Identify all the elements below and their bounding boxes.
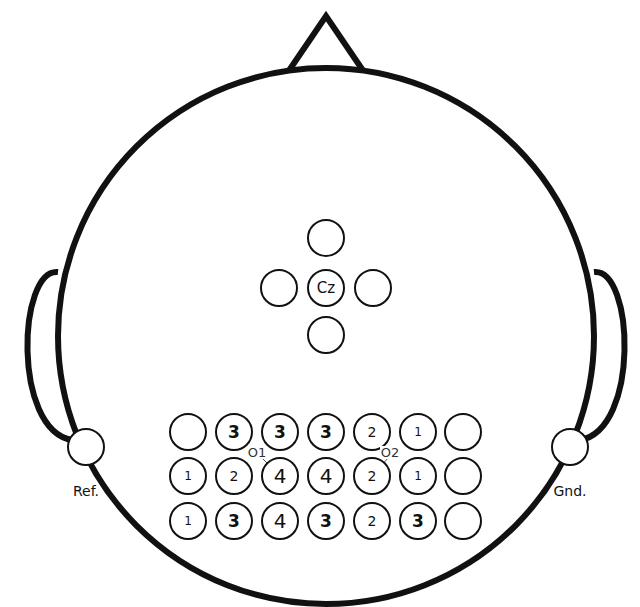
electrode-number: 3 [228, 513, 240, 530]
electrode-circle: 3 [307, 413, 345, 451]
electrode-number: 2 [230, 469, 239, 483]
electrode-number: 4 [320, 466, 333, 486]
electrode-circle: 1 [169, 457, 207, 495]
electrode-ring [67, 428, 105, 466]
electrode-number: 3 [320, 424, 332, 441]
electrode-circle: 4 [261, 502, 299, 540]
ground-electrode: Gnd. [551, 428, 589, 466]
electrode-circle: 1 [399, 413, 437, 451]
electrode-circle: 2 [353, 502, 391, 540]
electrode-ring [551, 428, 589, 466]
electrode-circle: 1 [169, 502, 207, 540]
electrode-number: Cz [317, 281, 335, 296]
electrode-label: Ref. [73, 484, 99, 498]
electrode-circle: 3 [399, 502, 437, 540]
electrode-number: 2 [368, 425, 377, 439]
electrode-number: 1 [414, 470, 422, 482]
head [58, 68, 594, 604]
electrode-number: 3 [412, 513, 424, 530]
reference-electrode: Ref. [67, 428, 105, 466]
electrode-circle: 4 [307, 457, 345, 495]
electrode-number: 2 [368, 514, 377, 528]
electrode-number: 4 [274, 511, 287, 531]
electrode-circle: 1 [399, 457, 437, 495]
empty-electrodes [170, 220, 481, 539]
electrode-site-label: O2 [380, 446, 401, 459]
nose [288, 16, 364, 72]
electrode-number: 3 [274, 424, 286, 441]
electrode-number: 1 [184, 470, 192, 482]
electrode-circle: 2 [215, 457, 253, 495]
electrode-circle: 3 [307, 502, 345, 540]
electrode-number: 3 [228, 424, 240, 441]
electrode-circle: 2 [353, 457, 391, 495]
electrode-circle: 3 [215, 502, 253, 540]
electrode-number: 1 [414, 426, 422, 438]
electrode-number: 3 [320, 513, 332, 530]
reference-electrode-cz: Cz [307, 269, 345, 307]
electrode-number: 1 [184, 515, 192, 527]
electrode-number: 2 [368, 469, 377, 483]
electrode-site-label: O1 [247, 446, 268, 459]
electrode-circle: 4 [261, 457, 299, 495]
electrode-label: Gnd. [553, 484, 586, 498]
electrode-number: 4 [274, 466, 287, 486]
